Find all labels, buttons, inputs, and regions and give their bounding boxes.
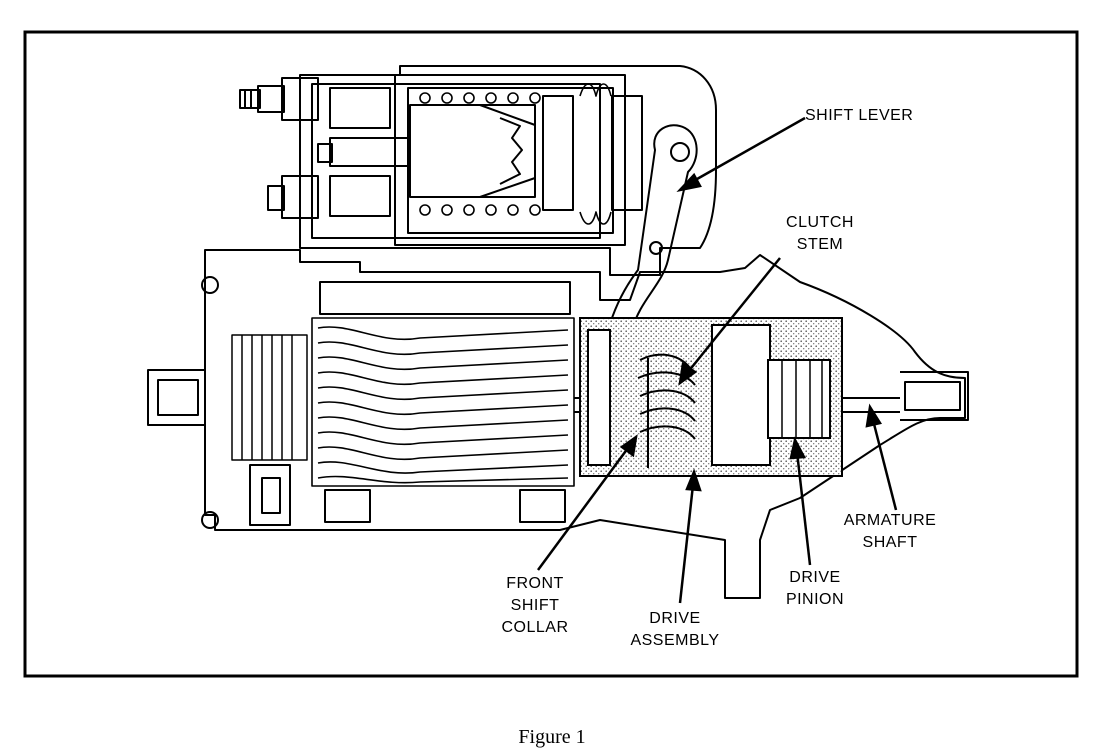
label-drive-pinion-line1: DRIVE bbox=[789, 569, 841, 586]
front-shift-collar-leader bbox=[536, 434, 638, 571]
armature-windings bbox=[311, 317, 575, 487]
diagram-frame: SHIFT LEVER CLUTCH STEM FRONT SHIFT COLL… bbox=[23, 30, 1079, 678]
label-armature-shaft-line2: SHAFT bbox=[862, 534, 918, 551]
label-drive-assembly-line2: ASSEMBLY bbox=[630, 632, 720, 649]
label-front-shift-collar-line2: SHIFT bbox=[510, 597, 560, 614]
terminal-top bbox=[239, 77, 319, 121]
motor-housing bbox=[147, 249, 969, 599]
commutator bbox=[231, 334, 308, 461]
label-front-shift-collar: FRONT SHIFT COLLAR bbox=[495, 573, 575, 639]
label-armature-shaft: ARMATURE SHAFT bbox=[835, 510, 945, 554]
label-shift-lever: SHIFT LEVER bbox=[805, 105, 913, 127]
terminal-bottom bbox=[267, 175, 319, 219]
label-shift-lever-text: SHIFT LEVER bbox=[805, 107, 914, 124]
label-drive-assembly: DRIVE ASSEMBLY bbox=[620, 608, 730, 652]
label-front-shift-collar-line1: FRONT bbox=[506, 575, 564, 592]
frame-border bbox=[23, 30, 1079, 678]
label-drive-assembly-line1: DRIVE bbox=[649, 610, 701, 627]
label-armature-shaft-line1: ARMATURE bbox=[843, 512, 937, 529]
drive-assembly-leader bbox=[678, 468, 702, 604]
drive-pinion-leader bbox=[789, 436, 812, 566]
label-clutch-stem: CLUTCH STEM bbox=[770, 212, 870, 256]
armature-shaft-leader bbox=[865, 403, 898, 511]
clutch-stem-spring bbox=[637, 353, 696, 468]
solenoid bbox=[239, 65, 717, 276]
clutch-stem-leader bbox=[678, 257, 781, 386]
label-clutch-stem-line2: STEM bbox=[796, 236, 844, 253]
solenoid-spring bbox=[419, 83, 612, 225]
label-drive-pinion-line2: PINION bbox=[785, 591, 845, 608]
shift-lever-leader bbox=[676, 116, 806, 192]
brush-holder bbox=[249, 464, 291, 526]
label-drive-pinion: DRIVE PINION bbox=[770, 567, 860, 611]
label-front-shift-collar-line3: COLLAR bbox=[501, 619, 569, 636]
drive-pinion-gear bbox=[767, 359, 831, 439]
figure-caption: Figure 1 bbox=[518, 726, 586, 748]
label-clutch-stem-line1: CLUTCH bbox=[786, 214, 854, 231]
